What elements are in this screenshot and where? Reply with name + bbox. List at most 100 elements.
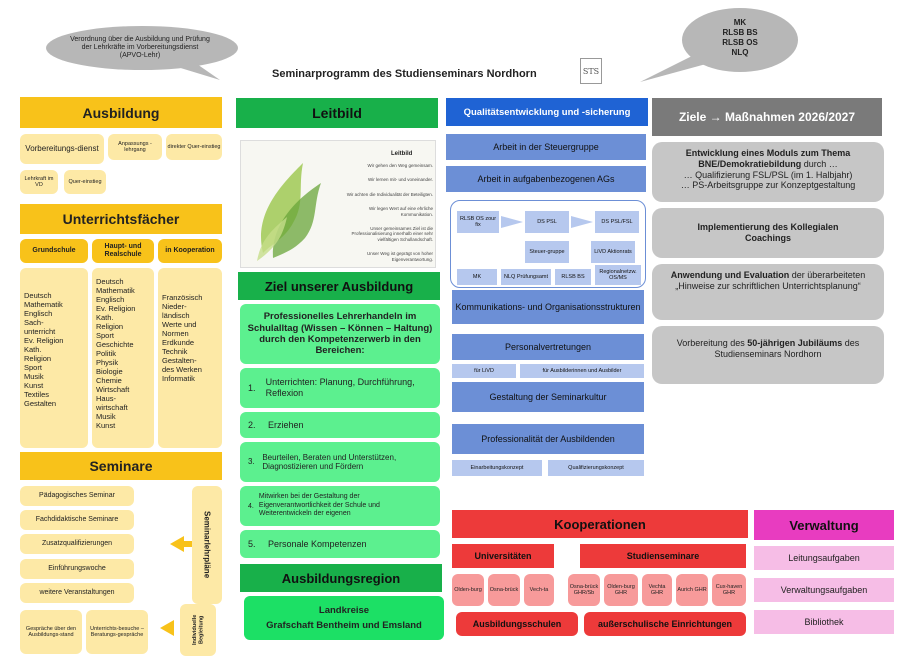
qualitaet-header: Qualitätsentwicklung und -sicherung <box>446 98 648 126</box>
prof-sub: Einarbeitungskonzept <box>452 460 542 476</box>
ziele-box-coaching: Implementierung des Kollegialen Coaching… <box>652 208 884 258</box>
ausbildung-item: Quer-einstieg <box>64 170 106 194</box>
subject-item: des Werken <box>162 365 202 374</box>
begleitung-box: Individuelle Begleitung <box>180 604 216 656</box>
subject-item: Religion <box>24 354 52 363</box>
subject-item: Wirtschaft <box>96 385 130 394</box>
ziel-item-num: 3. <box>248 457 255 467</box>
ziel-item: 4. Mitwirken bei der Gestaltung der Eige… <box>240 486 440 526</box>
subject-item: Englisch <box>24 309 53 318</box>
arrow-left-icon <box>160 620 174 636</box>
ziele-box-jub-bold: 50-jährigen Jubiläums <box>747 338 843 348</box>
subject-item: Deutsch <box>24 291 52 300</box>
studienseminar-item: Vechta GHR <box>642 574 672 606</box>
subject-item: Sach- <box>24 318 44 327</box>
seminar-item: weitere Veranstaltungen <box>20 583 134 603</box>
ziele-box-bne: Entwicklung eines Moduls zum Thema BNE/D… <box>652 142 884 202</box>
leitbild-line: Unser gemeinsames Ziel ist die Professio… <box>351 225 433 242</box>
subject-item: Werte und <box>162 320 197 329</box>
speech-bubble-right-icon <box>640 8 798 82</box>
diagram-node: DS PSL/FSL <box>595 211 639 233</box>
ausbildung-item: Vorbereitungs-dienst <box>20 134 104 164</box>
diagram-node: NLQ Prüfungsamt <box>501 269 551 285</box>
region-line: Landkreise <box>318 605 370 616</box>
uni-header: Universitäten <box>452 544 554 568</box>
subject-item: unterricht <box>24 327 56 336</box>
ziel-item: 5. Personale Kompetenzen <box>240 530 440 558</box>
diagram-node: Regionalnetzw. OS/MS <box>595 265 641 285</box>
leitbild-card: Leitbild Wir gehen den Weg gemeinsam. Wi… <box>240 140 436 268</box>
subject-item: Politik <box>96 349 117 358</box>
verwaltung-item: Verwaltungsaufgaben <box>754 578 894 602</box>
leitbild-line: Wir gehen den Weg gemeinsam. <box>367 163 433 168</box>
authority-item: MK <box>733 18 747 27</box>
authority-item: RLSB BS <box>722 28 758 37</box>
begleitung-item: Gespräche über den Ausbildungs-stand <box>20 610 82 654</box>
begleitung-label: Individuelle Begleitung <box>191 614 204 646</box>
studienseminare-header: Studienseminare <box>580 544 746 568</box>
personal-sub: für LiVD <box>452 364 516 378</box>
subject-item: Englisch <box>96 295 125 304</box>
arrow-right-icon <box>571 216 593 228</box>
seminarlehrplaene-box: Seminarlehrpläne <box>192 486 222 604</box>
authority-bubble: MK RLSB BS RLSB OS NLQ <box>640 6 800 84</box>
subject-item: Technik <box>162 347 188 356</box>
subject-item: Kunst <box>24 381 44 390</box>
ziel-item: 2. Erziehen <box>240 412 440 438</box>
authority-item: NLQ <box>731 48 749 57</box>
ziel-item-num: 1. <box>248 382 256 393</box>
subject-item: Kunst <box>96 421 116 430</box>
subject-item: Biologie <box>96 367 123 376</box>
subject-item: Normen <box>162 329 189 338</box>
subject-item: Textiles <box>24 390 50 399</box>
qualitaet-item: Arbeit in der Steuergruppe <box>446 134 646 160</box>
verwaltung-item: Leitungsaufgaben <box>754 546 894 570</box>
region-line: Grafschaft Bentheim und Emsland <box>266 620 422 632</box>
subject-item: Erdkunde <box>162 338 195 347</box>
diagram-node: Steuer-gruppe <box>525 241 569 263</box>
authority-list: MK RLSB BS RLSB OS NLQ <box>708 18 772 58</box>
subject-item: Kath. <box>24 345 42 354</box>
page-title: Seminarprogramm des Studienseminars Nord… <box>272 68 537 80</box>
ziel-intro: Professionelles Lehrerhandeln im Schulal… <box>240 304 440 364</box>
ziel-item: 3. Beurteilen, Beraten und Unterstützen,… <box>240 442 440 482</box>
subject-item: Gestalten- <box>162 356 197 365</box>
subject-item: Gestalten <box>24 399 57 408</box>
ziele-box-jub-rest: des Studienseminars Nordhorn <box>714 338 860 359</box>
studienseminar-item: Olden-burg GHR <box>604 574 638 606</box>
diagram-node: MK <box>457 269 497 285</box>
ziele-box-bne-line: … Qualifizierung FSL/PSL (im 1. Halbjahr… <box>683 169 853 180</box>
seminar-item: Zusatzqualifizierungen <box>20 534 134 554</box>
faecher-col-header: Grundschule <box>20 239 88 263</box>
subject-item: Ev. Religion <box>24 336 64 345</box>
region-header: Ausbildungsregion <box>240 564 442 592</box>
prof-sub: Qualifizierungskonzept <box>548 460 644 476</box>
ziel-header: Ziel unserer Ausbildung <box>238 272 440 300</box>
subject-item: Französisch <box>162 293 203 302</box>
kooperationen-header: Kooperationen <box>452 510 748 538</box>
apvo-bubble: Verordnung über die Ausbildung und Prüfu… <box>44 24 240 82</box>
ziel-item-text: Unterrichten: Planung, Durchführung, Ref… <box>265 377 415 398</box>
ausbildung-item: direkter Quer-einstieg <box>166 134 222 160</box>
subject-item: Kath. <box>96 313 114 322</box>
arrow-shaft <box>184 541 192 547</box>
uni-item: Olden-burg <box>452 574 484 606</box>
uni-item: Osna-brück <box>488 574 520 606</box>
personal-sub: für Ausbilderinnen und Ausbilder <box>520 364 644 378</box>
ausbildung-header: Ausbildung <box>20 97 222 128</box>
ziele-box-bne-line: … PS-Arbeitsgruppe zur Konzeptgestaltung <box>680 180 856 191</box>
seminar-logo: STS <box>580 58 602 84</box>
ausserschulisch-box: außerschulische Einrichtungen <box>584 612 746 636</box>
subject-item: wirtschaft <box>96 403 128 412</box>
studienseminar-item: Aurich GHR <box>676 574 708 606</box>
verwaltung-item: Bibliothek <box>754 610 894 634</box>
leitbild-lines: Wir gehen den Weg gemeinsam. Wir lernen … <box>337 163 433 262</box>
ziel-item: 1. Unterrichten: Planung, Durchführung, … <box>240 368 440 408</box>
leitbild-line: Wir achten die Individualität der Beteil… <box>346 191 433 197</box>
subject-item: Deutsch <box>96 277 124 286</box>
subject-item: Sport <box>96 331 114 340</box>
begleitung-item: Unterrichts-besuche – Beratungs-gespräch… <box>86 610 148 654</box>
studienseminar-item: Cux-haven GHR <box>712 574 746 606</box>
